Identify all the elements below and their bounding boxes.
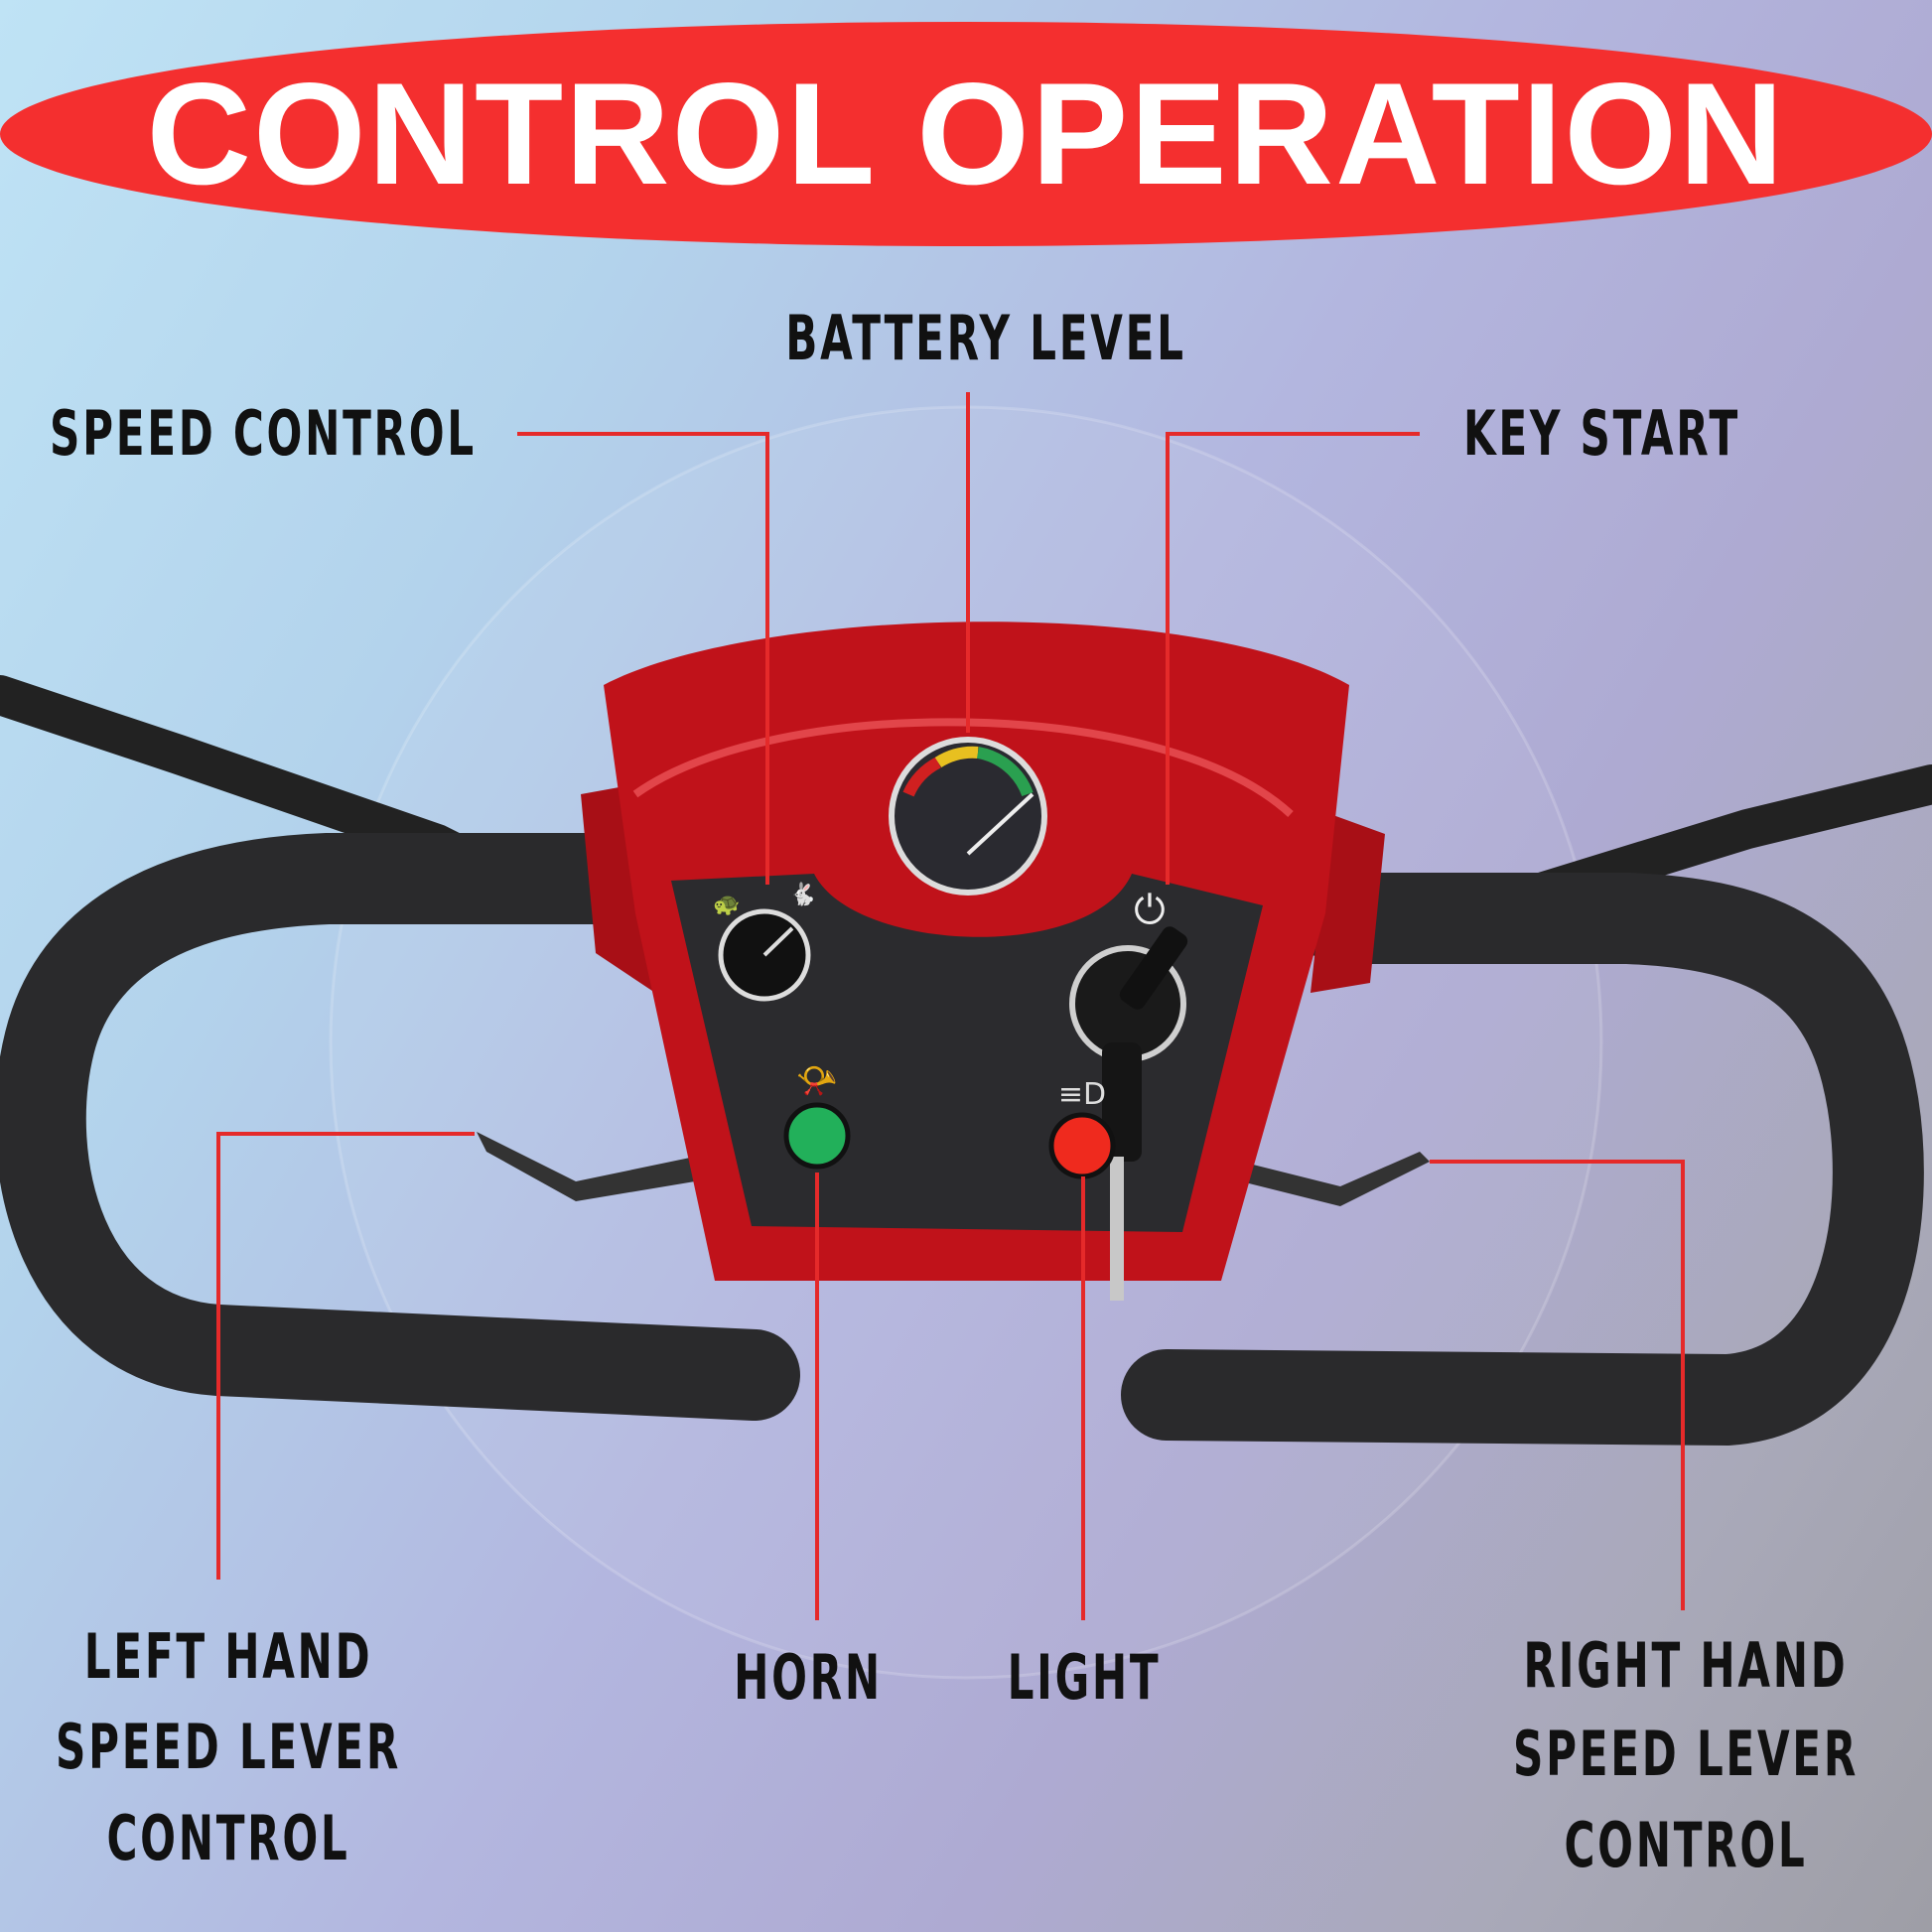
right-hand-label-line2: SPEED LEVER (1512, 1718, 1860, 1790)
key-blade (1110, 1157, 1124, 1301)
power-icon: ⏻ (1134, 888, 1166, 933)
right-lever-callout-line-v (1681, 1160, 1685, 1610)
battery-level-label: BATTERY LEVEL (785, 302, 1186, 374)
light-button (1048, 1112, 1116, 1179)
light-callout-line (1081, 1176, 1085, 1620)
gauge-yellow-zone (934, 746, 979, 768)
speed-control-callout-line-h (517, 432, 769, 436)
key-start-label: KEY START (1463, 397, 1740, 470)
headlight-icon: ≡D (1058, 1077, 1106, 1112)
left-lever-callout-line-v (216, 1132, 220, 1580)
horn-icon: 📯 (796, 1061, 838, 1101)
right-hand-label-line3: CONTROL (1564, 1809, 1808, 1881)
gauge-red-zone (902, 757, 941, 797)
key-head (1119, 926, 1188, 1010)
right-speed-lever (1221, 1152, 1430, 1206)
title-banner-text-wrap: CONTROL OPERATION (0, 22, 1932, 246)
left-lever-callout-line-h (216, 1132, 475, 1136)
left-speed-lever (477, 1132, 695, 1201)
right-handlebar (1121, 873, 1924, 1447)
key-start-callout-line-v (1166, 432, 1170, 885)
horn-button (783, 1102, 851, 1170)
title-banner (0, 22, 1932, 246)
left-hand-label-line3: CONTROL (106, 1802, 350, 1874)
gauge-needle (966, 792, 1035, 856)
right-lever-callout-line-h (1430, 1160, 1685, 1164)
horn-label: HORN (734, 1641, 883, 1714)
light-label: LIGHT (1007, 1641, 1162, 1714)
gauge-green-zone (976, 747, 1034, 797)
turtle-icon: 🐢 (713, 893, 740, 917)
horn-callout-line (815, 1173, 819, 1620)
left-hand-label-line2: SPEED LEVER (55, 1711, 402, 1783)
right-hand-label-line1: RIGHT HAND (1523, 1629, 1849, 1702)
left-handlebar (0, 833, 800, 1421)
battery-gauge (889, 737, 1047, 896)
knob-indicator (762, 926, 794, 957)
rabbit-icon: 🐇 (789, 882, 816, 907)
left-hand-label-line1: LEFT HAND (83, 1620, 373, 1693)
speed-control-callout-line-v (765, 432, 769, 885)
page-title: CONTROL OPERATION (146, 53, 1786, 214)
battery-level-callout-line (966, 392, 970, 733)
key-start-callout-line-h (1166, 432, 1420, 436)
speed-control-label: SPEED CONTROL (50, 397, 477, 470)
